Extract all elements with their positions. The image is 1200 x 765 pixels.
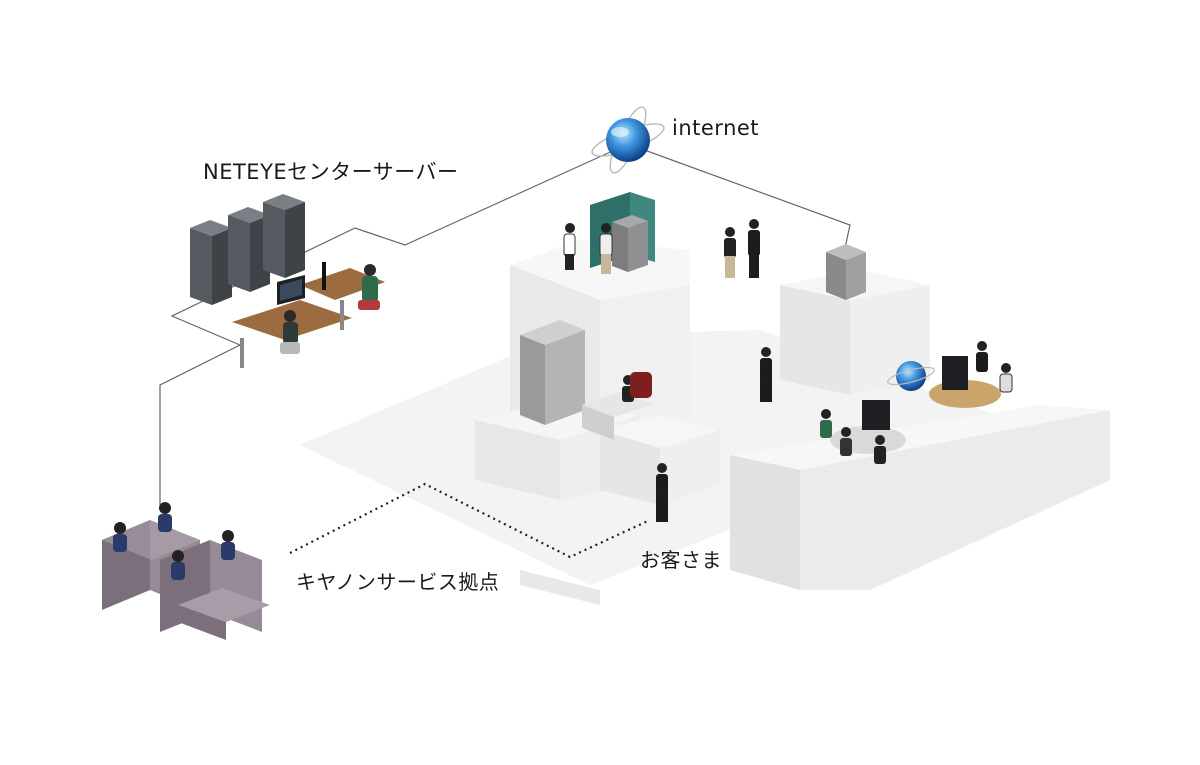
customer-office <box>520 192 1013 522</box>
server-to-service-line <box>159 344 241 505</box>
person-icon <box>760 347 772 402</box>
person-icon <box>748 219 760 278</box>
multifunction-printer-icon <box>826 244 866 300</box>
server-room <box>190 194 385 368</box>
person-icon <box>599 223 613 274</box>
globe-icon <box>591 106 665 174</box>
monitor-icon <box>942 356 968 390</box>
person-icon <box>358 264 380 310</box>
person-icon <box>171 550 185 580</box>
person-icon <box>820 409 832 438</box>
person-icon <box>999 363 1013 393</box>
server-rack-icon <box>263 194 305 278</box>
internet-label: internet <box>672 116 760 140</box>
monitor-icon <box>862 400 890 430</box>
person-icon <box>656 463 668 522</box>
service-base-label: キヤノンサービス拠点 <box>296 570 500 594</box>
customer-label: お客さま <box>640 548 722 572</box>
service-base <box>102 502 270 640</box>
person-icon <box>158 502 172 532</box>
person-icon <box>976 341 988 372</box>
internet-to-printer-line <box>627 143 851 249</box>
person-icon <box>563 223 576 270</box>
person-icon <box>874 435 886 464</box>
person-icon <box>221 530 235 560</box>
call-center-booth-icon <box>178 588 270 640</box>
multifunction-printer-icon <box>612 215 648 272</box>
person-icon <box>280 310 300 354</box>
connection-lines <box>159 143 851 559</box>
internet-to-server-line <box>170 143 629 346</box>
person-icon <box>724 227 736 278</box>
server-rack-icon <box>190 220 232 305</box>
globe-icon <box>887 361 935 391</box>
center-server-label: NETEYEセンターサーバー <box>203 160 459 184</box>
monitor-icon <box>277 275 305 305</box>
person-icon <box>840 427 852 456</box>
person-icon <box>113 522 127 552</box>
